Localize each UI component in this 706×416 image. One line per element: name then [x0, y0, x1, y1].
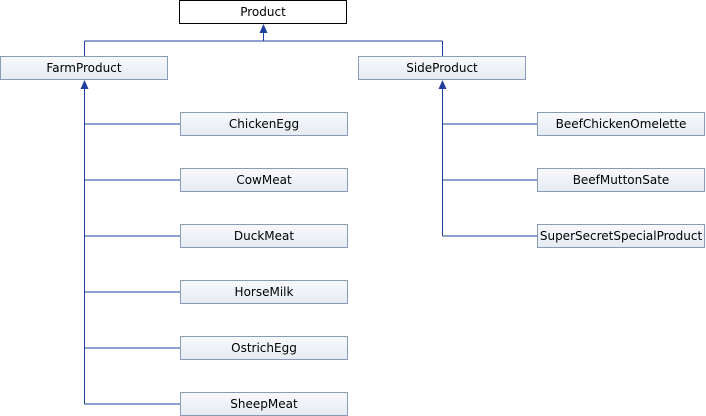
class-node-cowmeat[interactable]: CowMeat: [180, 168, 348, 192]
arrowhead-sideproduct: [438, 80, 447, 89]
class-node-sideproduct[interactable]: SideProduct: [358, 56, 526, 80]
class-node-horsemilk[interactable]: HorseMilk: [180, 280, 348, 304]
arrowhead-product: [259, 24, 268, 33]
class-node-beefchickenomelette[interactable]: BeefChickenOmelette: [537, 112, 705, 136]
class-node-ostrichegg[interactable]: OstrichEgg: [180, 336, 348, 360]
class-node-farmproduct[interactable]: FarmProduct: [0, 56, 168, 80]
class-node-product: Product: [179, 0, 347, 24]
arrowhead-farmproduct: [80, 80, 89, 89]
class-node-sheepmeat[interactable]: SheepMeat: [180, 392, 348, 416]
class-node-beefmuttonsate[interactable]: BeefMuttonSate: [537, 168, 705, 192]
class-node-chickenegg[interactable]: ChickenEgg: [180, 112, 348, 136]
class-node-supersecretspecialproduct[interactable]: SuperSecretSpecialProduct: [537, 224, 705, 248]
class-node-duckmeat[interactable]: DuckMeat: [180, 224, 348, 248]
